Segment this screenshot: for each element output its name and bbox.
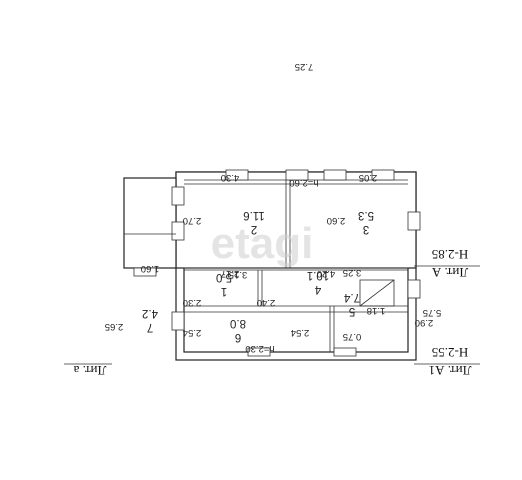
room-5-width: 3.25: [343, 267, 362, 278]
room-4-number: 4: [314, 283, 321, 295]
room-3-width: 2.05: [359, 172, 378, 183]
room-2-area: 11.6: [243, 209, 265, 221]
liter-a1-label: Лит. А1: [429, 363, 472, 378]
room-7-number: 7: [147, 321, 153, 333]
window: [247, 347, 271, 357]
room-6-area: 8.0: [230, 317, 246, 329]
liter-a-label: Лит. А: [431, 265, 468, 280]
room-3-number: 3: [363, 223, 369, 235]
overall-width: 7.25: [295, 61, 314, 72]
room-6-height: h=2.30: [245, 343, 274, 354]
room-1-depth: 2.30: [183, 297, 202, 308]
window: [371, 169, 395, 181]
window: [171, 186, 185, 206]
window: [225, 169, 249, 181]
room-4-width: 4.20: [317, 268, 336, 279]
room-2-depth: 2.70: [183, 215, 202, 226]
room-3-area: 5.3: [358, 209, 374, 221]
extra-depth: 2.90: [415, 317, 434, 328]
room-7-depth: 2.65: [105, 321, 124, 332]
room-5-depth: 2.54: [291, 327, 310, 338]
window: [133, 267, 157, 277]
room-4-area: 10.1: [307, 269, 329, 281]
room-6-number: 6: [235, 331, 241, 343]
room-3-depth: 2.60: [327, 215, 346, 226]
room-6-depth: 2.54: [183, 327, 202, 338]
room-5-number: 5: [349, 305, 355, 317]
room-1-width: 2.17: [221, 268, 240, 279]
window: [407, 211, 421, 231]
room-2-width: 4.30: [221, 172, 240, 183]
watermark-logo: etagi: [211, 219, 314, 268]
room-6-width: 3.15: [229, 269, 248, 280]
outer-wall-lit-a-porch: [123, 177, 177, 269]
plan-body: 7.25 5.75 2 11.6 4.30 2.70 h=2.60 3 5.3 …: [64, 61, 480, 378]
window: [333, 347, 357, 357]
room-2-height: h=2.60: [289, 177, 318, 188]
stair-width: 1.18: [367, 305, 386, 316]
room-5-area: 7.4: [343, 291, 360, 303]
room-7-width: 1.60: [141, 263, 160, 274]
liter-a-porch-label: Лит. а: [73, 363, 106, 378]
room-4-depth: 2.40: [257, 297, 276, 308]
overall-depth: 5.75: [423, 307, 442, 318]
window: [171, 221, 185, 241]
room-2-number: 2: [251, 223, 257, 235]
window: [407, 279, 421, 299]
room-1-area: 5.0: [216, 271, 232, 283]
liter-a-height: Н-2.85: [432, 247, 468, 262]
stair-box: [359, 279, 395, 307]
room-7-area: 4.2: [142, 307, 158, 319]
window: [285, 169, 309, 181]
stair-diagonal: [359, 279, 395, 307]
room-1-number: 1: [221, 285, 227, 297]
window: [323, 169, 347, 181]
liter-a1-height: Н-2.55: [432, 345, 468, 360]
window: [171, 311, 185, 331]
stair-depth: 0.75: [343, 331, 362, 342]
